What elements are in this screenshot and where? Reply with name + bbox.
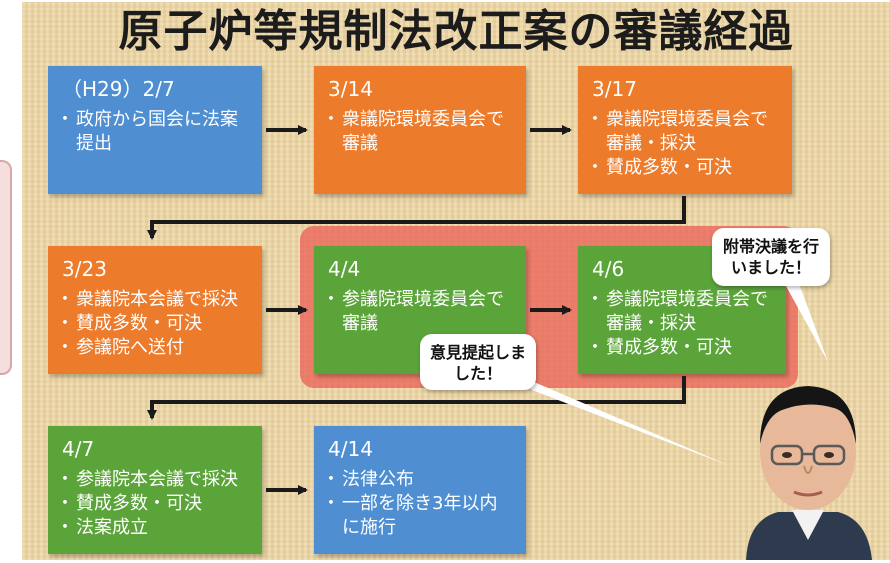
- step-box-0414: 4/14 法律公布 一部を除き3年以内に施行: [314, 426, 526, 554]
- bubble-text: 意見提起しました！: [429, 343, 526, 383]
- step-item: 法律公布: [322, 468, 512, 492]
- step-date: 3/17: [592, 77, 637, 101]
- bubble-tail-iken: [520, 376, 730, 466]
- step-item: 賛成多数・可決: [56, 492, 248, 516]
- speaker-portrait: [746, 386, 872, 560]
- speech-bubble-futai-ketsugi: 附帯決議を行いました！: [712, 228, 830, 286]
- step-item: 賛成多数・可決: [586, 336, 772, 360]
- step-date: 4/7: [62, 437, 95, 461]
- arrow-wrap-down: [147, 196, 686, 240]
- step-item: 参議院環境委員会で審議・採決: [586, 288, 772, 336]
- step-item: 法案成立: [56, 516, 248, 540]
- step-box-0406: 4/6 参議院環境委員会で審議・採決 賛成多数・可決: [578, 246, 786, 374]
- step-box-0407: 4/7 参議院本会議で採決 賛成多数・可決 法案成立: [48, 426, 262, 554]
- step-item: 参議院本会議で採決: [56, 468, 248, 492]
- step-item: 政府から国会に法案提出: [56, 108, 248, 156]
- bubble-text: 附帯決議を行いました！: [722, 237, 819, 277]
- bubble-tail-futai: [786, 286, 828, 362]
- step-item: 衆議院本会議で採決: [56, 288, 248, 312]
- step-item: 一部を除き3年以内に施行: [322, 492, 512, 540]
- step-item: 衆議院環境委員会で審議・採決: [586, 108, 778, 156]
- step-box-0314: 3/14 衆議院環境委員会で審議: [314, 66, 526, 194]
- step-item: 参議院へ送付: [56, 336, 248, 360]
- step-date: （H29）2/7: [62, 77, 175, 101]
- step-date: 4/6: [592, 257, 625, 281]
- step-date: 3/14: [328, 77, 373, 101]
- step-date: 4/4: [328, 257, 361, 281]
- step-box-0323: 3/23 衆議院本会議で採決 賛成多数・可決 参議院へ送付: [48, 246, 262, 374]
- step-item: 賛成多数・可決: [586, 156, 778, 180]
- step-date: 4/14: [328, 437, 373, 461]
- arrow-wrap-down: [147, 376, 686, 420]
- step-box-h29-0207: （H29）2/7 政府から国会に法案提出: [48, 66, 262, 194]
- step-item: 参議院環境委員会で審議: [322, 288, 512, 336]
- speech-bubble-iken-teiki: 意見提起しました！: [420, 334, 536, 390]
- diagram-title: 原子炉等規制法改正案の審議経過: [118, 6, 794, 57]
- step-item: 賛成多数・可決: [56, 312, 248, 336]
- step-box-0317: 3/17 衆議院環境委員会で審議・採決 賛成多数・可決: [578, 66, 792, 194]
- step-item: 衆議院環境委員会で審議: [322, 108, 512, 156]
- step-date: 3/23: [62, 257, 107, 281]
- side-tab: [0, 160, 12, 375]
